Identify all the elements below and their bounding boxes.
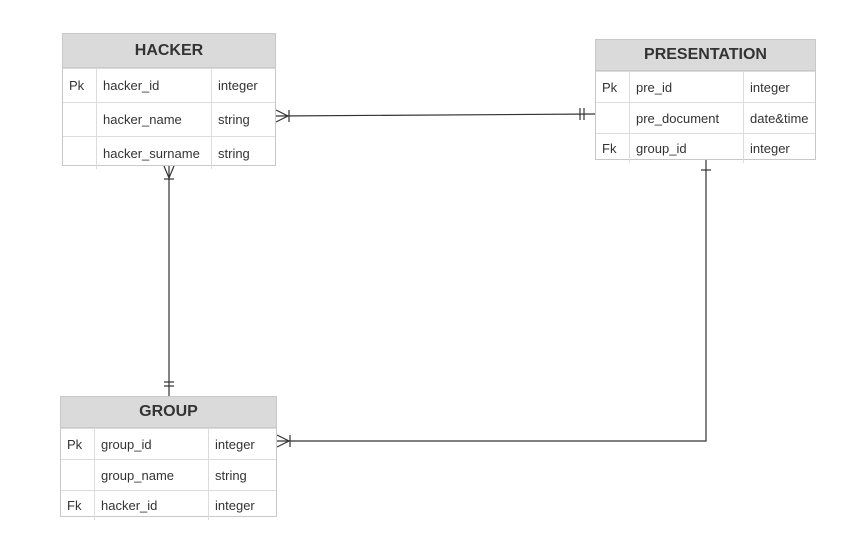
field-cell: hacker_id — [96, 69, 211, 102]
type-cell: integer — [211, 69, 275, 102]
field-cell: pre_id — [629, 72, 743, 102]
rel-hacker-presentation-line — [275, 113, 596, 117]
key-cell — [61, 460, 94, 490]
type-cell: integer — [208, 491, 276, 520]
crows-foot-many — [163, 165, 175, 180]
type-cell: string — [208, 460, 276, 490]
field-cell: pre_document — [629, 103, 743, 133]
rel-group-presentation — [276, 160, 711, 448]
table-row: pre_document date&time — [596, 102, 815, 133]
rel-hacker-group — [163, 165, 175, 396]
entity-group[interactable]: GROUP Pk group_id integer group_name str… — [60, 396, 277, 520]
table-row: hacker_name string — [63, 102, 275, 136]
key-cell — [63, 137, 96, 169]
field-cell: hacker_id — [94, 491, 208, 520]
key-cell — [596, 103, 629, 133]
type-cell: string — [211, 137, 275, 169]
table-row: Pk hacker_id integer — [63, 68, 275, 102]
key-cell: Pk — [67, 436, 83, 452]
rel-group-presentation-line — [277, 160, 707, 442]
entity-title: GROUP — [61, 397, 276, 428]
table-row: hacker_surname string — [63, 136, 275, 169]
crows-foot-many — [275, 109, 290, 123]
key-cell: Pk — [602, 79, 618, 95]
type-cell: date&time — [743, 103, 815, 133]
crows-foot-many — [276, 434, 291, 448]
type-cell: integer — [743, 72, 815, 102]
table-row: Pk group_id integer — [61, 428, 276, 459]
field-cell: group_name — [94, 460, 208, 490]
type-cell: string — [211, 103, 275, 136]
field-cell: group_id — [629, 134, 743, 163]
table-row: group_name string — [61, 459, 276, 490]
type-cell: integer — [208, 429, 276, 459]
key-cell: Fk — [602, 141, 617, 156]
key-cell — [63, 103, 96, 136]
entity-title: PRESENTATION — [596, 40, 815, 71]
table-row: Pk pre_id integer — [596, 71, 815, 102]
type-cell: integer — [743, 134, 815, 163]
entity-presentation[interactable]: PRESENTATION Pk pre_id integer pre_docum… — [595, 39, 816, 163]
field-cell: group_id — [94, 429, 208, 459]
key-cell: Fk — [67, 498, 82, 513]
table-row: Fk hacker_id integer — [61, 490, 276, 520]
field-cell: hacker_surname — [96, 137, 211, 169]
table-row: Fk group_id integer — [596, 133, 815, 163]
rel-hacker-presentation — [275, 108, 596, 123]
entity-hacker[interactable]: HACKER Pk hacker_id integer hacker_name … — [62, 33, 276, 169]
field-cell: hacker_name — [96, 103, 211, 136]
key-cell: Pk — [69, 78, 85, 93]
entity-title: HACKER — [63, 34, 275, 68]
